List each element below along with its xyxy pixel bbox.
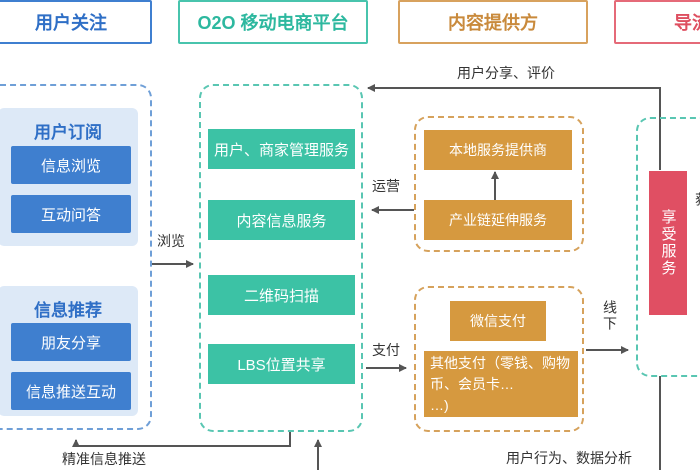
lbs-share-label: LBS位置共享 xyxy=(237,356,326,374)
other-pay-label: 其他支付（零钱、购物币、会员卡… …) xyxy=(430,354,570,413)
qa-label: 互动问答 xyxy=(40,206,101,224)
chain-service-label: 产业链延伸服务 xyxy=(449,212,547,228)
header-content-provider: 内容提供方 xyxy=(398,0,588,44)
content-info-service-box: 内容信息服务 xyxy=(208,200,355,240)
info-browse-box: 信息浏览 xyxy=(11,146,131,184)
offline-label: 线下 xyxy=(602,300,618,332)
info-browse-label: 信息浏览 xyxy=(40,157,101,175)
subscribe-title: 用户订阅 xyxy=(34,123,102,142)
share-review-label: 用户分享、评价 xyxy=(457,65,555,81)
payment-group xyxy=(414,286,584,432)
qa-box: 互动问答 xyxy=(11,195,131,233)
user-merchant-service-label: 用户、商家管理服务 xyxy=(213,141,349,159)
header-content-provider-label: 内容提供方 xyxy=(448,13,538,33)
guide-group xyxy=(636,117,700,377)
operate-label: 运营 xyxy=(372,178,400,194)
enjoy-service-box: 享受服务 xyxy=(649,171,687,315)
platform-group xyxy=(199,84,363,432)
user-focus-group xyxy=(0,84,152,430)
push-interact-label: 信息推送互动 xyxy=(25,383,116,401)
header-o2o-platform-label: O2O 移动电商平台 xyxy=(197,13,349,33)
lbs-share-box: LBS位置共享 xyxy=(208,344,355,384)
push-interact-box: 信息推送互动 xyxy=(11,372,131,410)
chain-service-box: 产业链延伸服务 xyxy=(424,200,572,240)
user-merchant-service-box: 用户、商家管理服务 xyxy=(208,129,355,169)
precise-push-arrow xyxy=(72,432,291,447)
header-user-focus-label: 用户关注 xyxy=(35,13,107,33)
behavior-analysis-label: 用户行为、数据分析 xyxy=(506,450,632,466)
header-guide: 导流 xyxy=(614,0,700,44)
qr-scan-label: 二维码扫描 xyxy=(243,287,319,305)
other-pay-box: 其他支付（零钱、购物币、会员卡… …) xyxy=(424,351,578,417)
recommend-title: 信息推荐 xyxy=(34,301,102,320)
browse-label: 浏览 xyxy=(157,233,185,249)
local-provider-label: 本地服务提供商 xyxy=(449,142,547,158)
precise-push-label: 精准信息推送 xyxy=(62,451,146,467)
local-provider-box: 本地服务提供商 xyxy=(424,130,572,170)
pay-label: 支付 xyxy=(372,342,400,358)
content-info-service-label: 内容信息服务 xyxy=(236,212,327,230)
right-cut-text: 获 xyxy=(694,192,700,206)
share-review-arrow xyxy=(367,84,661,170)
header-user-focus: 用户关注 xyxy=(0,0,152,44)
qr-scan-box: 二维码扫描 xyxy=(208,275,355,315)
enjoy-service-label: 享受服务 xyxy=(659,209,677,277)
wechat-pay-box: 微信支付 xyxy=(450,301,546,341)
header-guide-label: 导流 xyxy=(674,13,700,33)
friend-share-box: 朋友分享 xyxy=(11,323,131,361)
provider-group xyxy=(414,116,584,252)
friend-share-label: 朋友分享 xyxy=(40,334,101,352)
header-o2o-platform: O2O 移动电商平台 xyxy=(178,0,368,44)
wechat-pay-label: 微信支付 xyxy=(470,313,526,329)
